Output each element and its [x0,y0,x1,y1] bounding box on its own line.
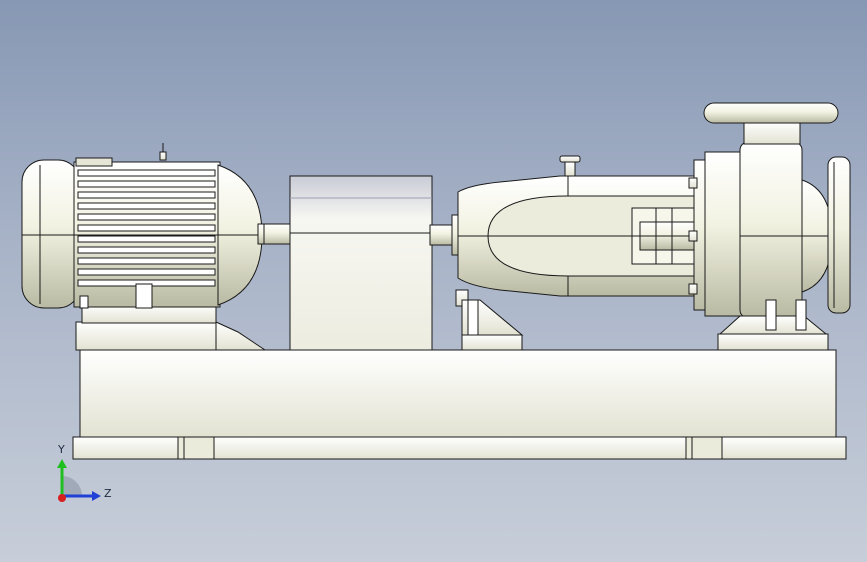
triad-x-axis-dot [58,494,66,502]
triad-y-arrow-icon [57,459,67,468]
oil-filler-cap [559,155,581,177]
casing-support-foot [717,299,829,351]
base-frame [72,349,847,460]
electric-motor [21,143,263,309]
bearing-bracket [457,175,701,297]
suction-flange [827,156,851,314]
triad-quadrant [62,476,82,496]
orientation-triad: Y Z [57,443,112,502]
casing-flange [688,151,746,317]
discharge-nozzle [703,102,839,145]
motor-shaft [257,223,293,245]
bracket-support-foot [455,289,524,351]
triad-z-arrow-icon [92,491,101,501]
motor-cooling-fins [77,169,216,287]
triad-z-label: Z [104,487,112,500]
triad-y-label: Y [57,443,65,456]
coupling-guard [289,175,433,351]
volute-casing [739,141,833,319]
motor-mount-plate [75,304,267,351]
